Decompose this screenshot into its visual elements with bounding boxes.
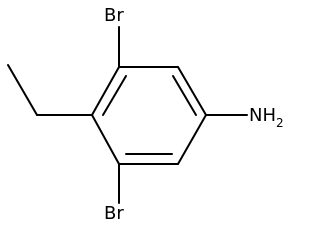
ring-double-bond-inner-left-top	[102, 75, 127, 116]
atom-label-bromine-bottom: Br	[104, 203, 124, 224]
molecule-structure-diagram: Br Br NH2	[7, 5, 284, 224]
atom-label-amine-main: NH	[249, 105, 276, 126]
ethyl-bond-2	[7, 64, 38, 116]
ring-bond-c3-c4	[177, 114, 207, 165]
atom-label-amine-subscript: 2	[276, 116, 284, 130]
ring-bond-c2-c3	[177, 66, 207, 116]
structure-canvas: Br Br NH2	[7, 5, 284, 224]
atom-label-bromine-top: Br	[104, 5, 124, 26]
atom-label-amine: NH2	[249, 105, 284, 130]
ring-double-bond-inner-right	[172, 75, 197, 116]
ring-bond-c6-c1	[91, 66, 120, 116]
ring-bond-c5-c6	[91, 114, 120, 165]
